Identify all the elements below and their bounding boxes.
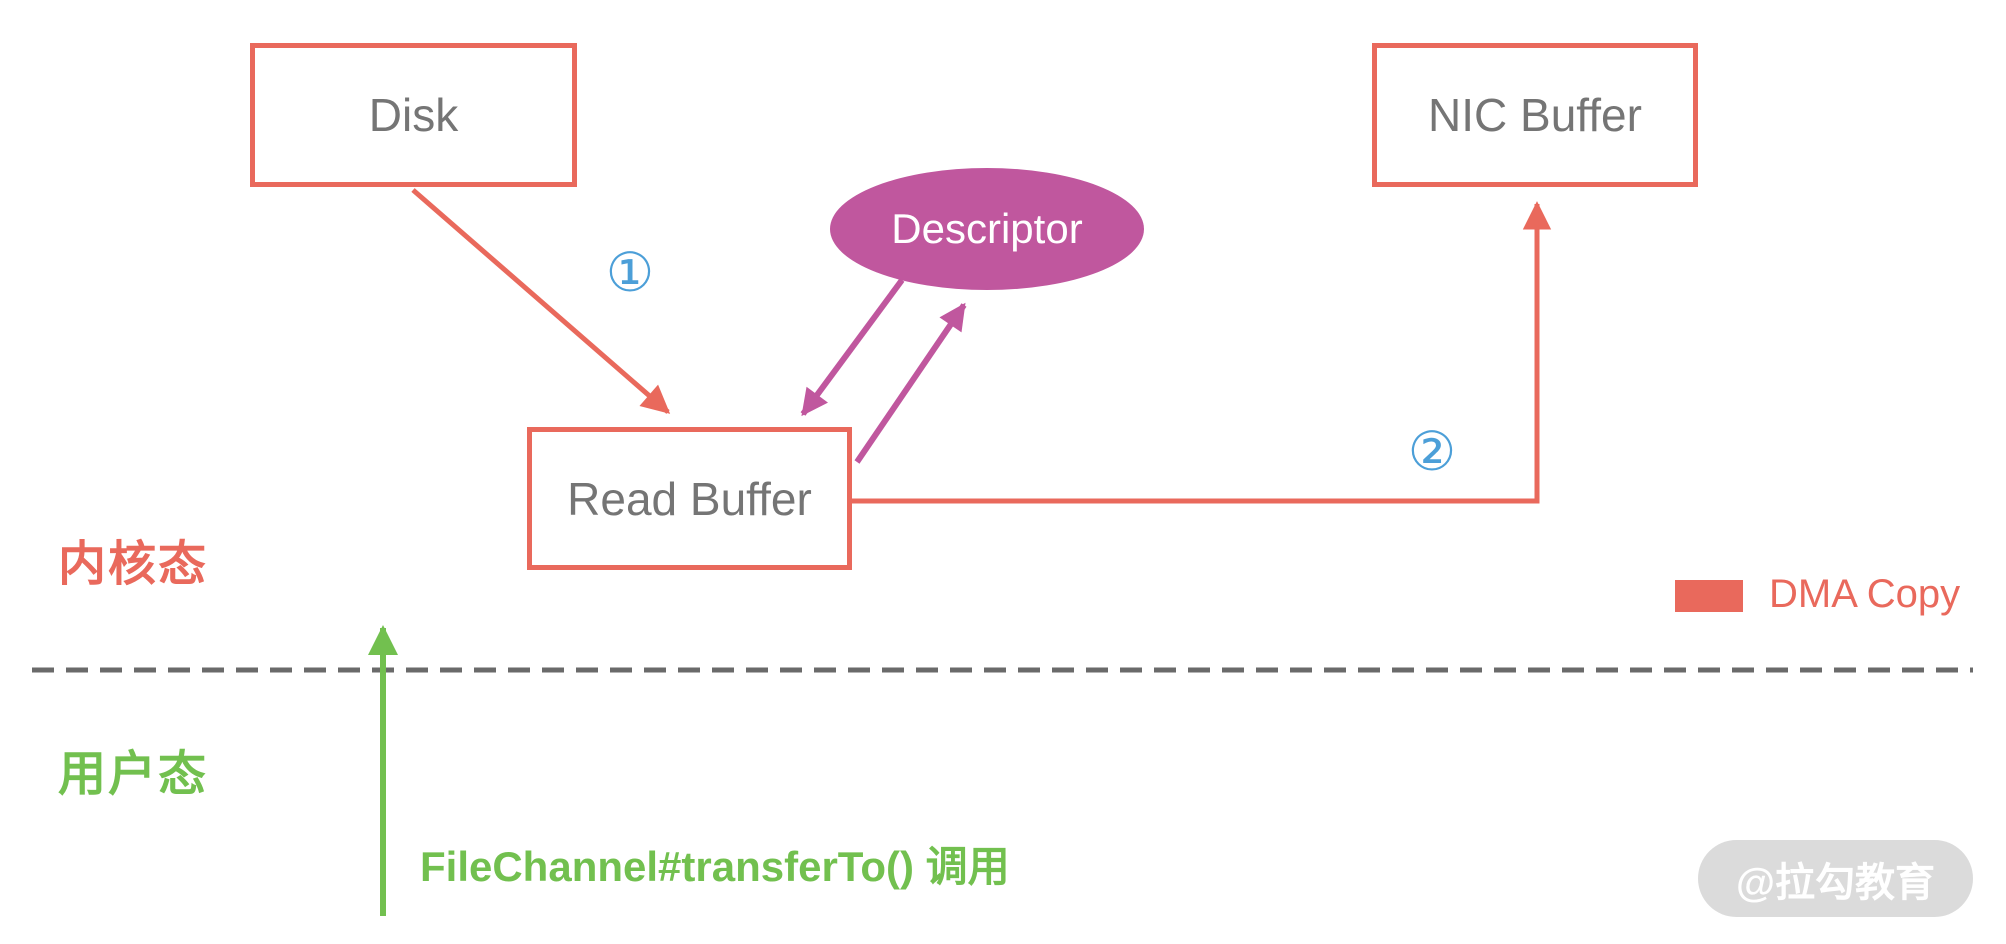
kernel-mode-label: 内核态: [58, 538, 209, 591]
user-mode-label: 用户态: [58, 748, 209, 801]
nic-buffer-node: NIC Buffer: [1372, 43, 1698, 187]
watermark-text: @拉勾教育: [1735, 860, 1935, 905]
descriptor-label: Descriptor: [891, 205, 1083, 252]
read-buffer-label: Read Buffer: [567, 472, 812, 525]
dma-arrow-read-buffer-to-nic-buffer: [852, 201, 1552, 504]
pointer-arrow-read-buffer-to-descriptor: [854, 302, 967, 464]
nic-buffer-label: NIC Buffer: [1428, 89, 1642, 141]
read-buffer-node: Read Buffer: [527, 427, 852, 570]
dma-arrow-disk-to-read-buffer: [411, 188, 671, 414]
pointer-arrow-descriptor-to-read-buffer: [800, 278, 905, 417]
legend-dma-copy: DMA Copy: [1675, 574, 1960, 614]
descriptor-node: Descriptor: [830, 168, 1144, 290]
dma-copy-label: DMA Copy: [1769, 572, 1961, 616]
watermark-badge: @拉勾教育: [1698, 840, 1973, 917]
transferto-call-label: FileChannel#transferTo() 调用: [420, 843, 1010, 890]
disk-label: Disk: [368, 89, 459, 141]
disk-node: Disk: [250, 43, 577, 187]
step-1-badge: ①: [605, 241, 655, 304]
step-2-badge: ②: [1407, 420, 1457, 483]
dma-copy-color-swatch: [1675, 580, 1743, 612]
